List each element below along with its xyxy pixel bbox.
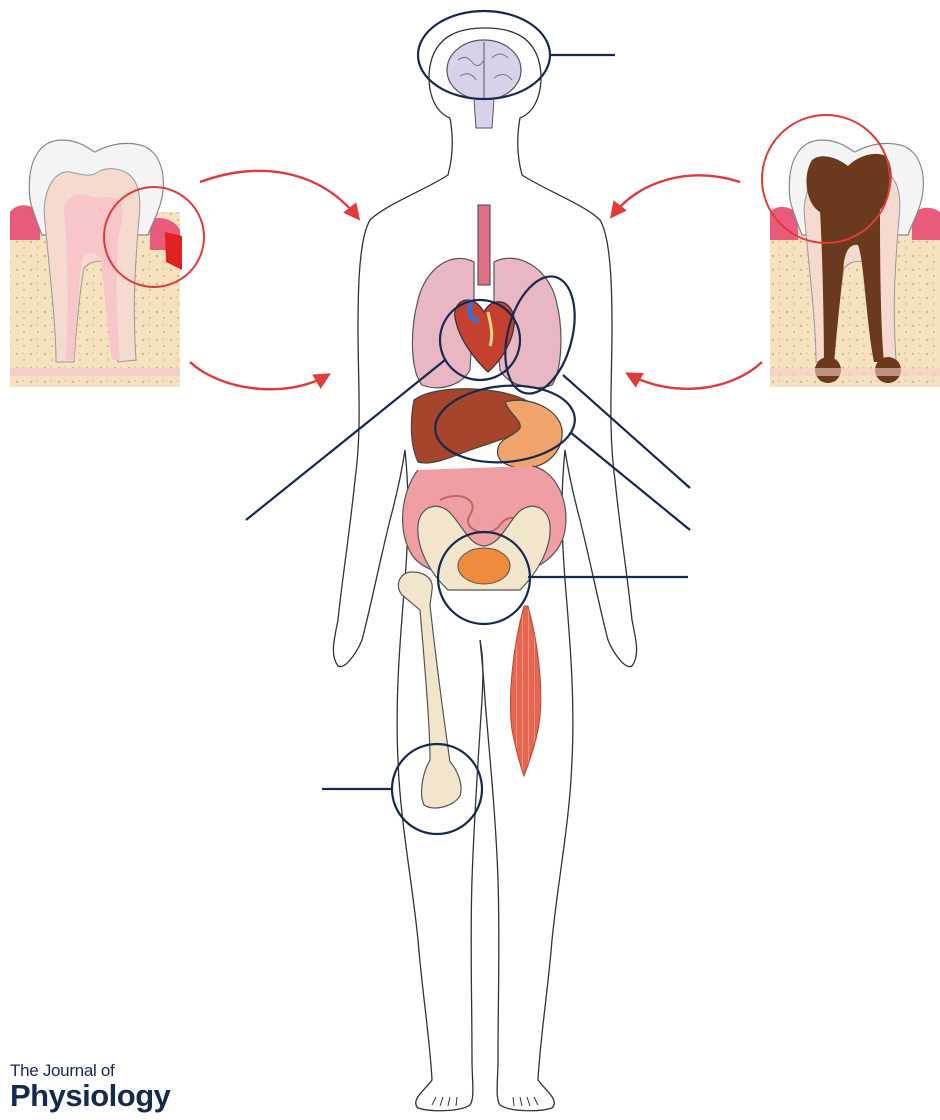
journal-logo: The Journal of Physiology	[10, 1062, 170, 1111]
femur	[398, 572, 461, 808]
skeletal-muscle	[511, 606, 541, 776]
lung-leader-line	[563, 375, 690, 488]
journal-logo-line2: Physiology	[10, 1080, 170, 1111]
brain	[447, 40, 521, 128]
decayed-tooth-with-root-infection	[770, 140, 940, 387]
arrow-left-bottom	[190, 362, 328, 389]
healthy-tooth-with-gum-disease	[10, 140, 182, 387]
arrow-right-top	[612, 175, 740, 216]
liver-leader-line	[570, 432, 690, 530]
journal-logo-line1: The Journal of	[10, 1062, 170, 1079]
arrow-left-top	[200, 171, 358, 218]
arrow-right-bottom	[628, 362, 762, 389]
